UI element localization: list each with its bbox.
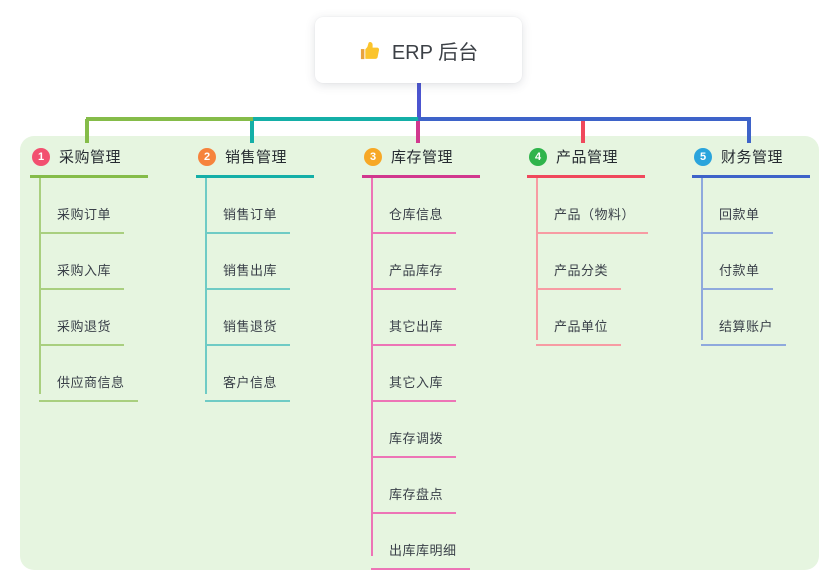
branch-drop-line <box>416 119 420 143</box>
child-node: 库存调拨 <box>371 402 457 458</box>
root-title: ERP 后台 <box>391 41 479 64</box>
branch-header: 4 产品管理 <box>527 146 645 178</box>
child-node: 付款单 <box>701 234 773 290</box>
rail-right-segment <box>418 117 751 121</box>
branch-drop-line <box>85 119 89 143</box>
child-node: 销售退货 <box>205 290 291 346</box>
branch-child-connector <box>701 178 703 340</box>
branch-number-badge: 4 <box>529 147 547 166</box>
branch-财务管理: 5 财务管理回款单付款单结算账户 <box>692 146 810 346</box>
branch-库存管理: 3 库存管理仓库信息产品库存其它出库其它入库库存调拨库存盘点出库库明细 <box>362 146 480 570</box>
rail-left-segment <box>86 117 253 121</box>
thumbs-up-icon <box>359 39 382 62</box>
branch-children-list: 仓库信息产品库存其它出库其它入库库存调拨库存盘点出库库明细 <box>362 178 480 570</box>
branch-销售管理: 2 销售管理销售订单销售出库销售退货客户信息 <box>196 146 314 402</box>
branch-child-connector <box>205 178 207 394</box>
branch-child-connector <box>536 178 538 340</box>
branch-采购管理: 1 采购管理采购订单采购入库采购退货供应商信息 <box>30 146 148 402</box>
child-node: 出库库明细 <box>371 514 470 570</box>
branch-header: 3 库存管理 <box>362 146 480 178</box>
branch-label: 财务管理 <box>721 149 784 166</box>
child-node: 仓库信息 <box>371 178 457 234</box>
child-node: 采购退货 <box>39 290 125 346</box>
branch-产品管理: 4 产品管理产品（物料）产品分类产品单位 <box>527 146 649 346</box>
branch-label: 采购管理 <box>59 149 122 166</box>
branch-label: 产品管理 <box>556 149 619 166</box>
rail-middle-segment <box>253 117 418 121</box>
branch-header: 5 财务管理 <box>692 146 810 178</box>
child-node: 产品库存 <box>371 234 457 290</box>
child-node: 其它入库 <box>371 346 457 402</box>
child-node: 产品单位 <box>536 290 622 346</box>
child-node: 采购订单 <box>39 178 125 234</box>
branch-children-list: 产品（物料）产品分类产品单位 <box>527 178 649 346</box>
branch-label: 销售管理 <box>225 149 288 166</box>
child-node: 产品（物料） <box>536 178 649 234</box>
branch-number-badge: 2 <box>198 147 216 166</box>
branch-header: 2 销售管理 <box>196 146 314 178</box>
child-node: 客户信息 <box>205 346 291 402</box>
root-node: ERP 后台 <box>315 17 522 83</box>
child-node: 采购入库 <box>39 234 125 290</box>
child-node: 销售出库 <box>205 234 291 290</box>
branch-number-badge: 3 <box>364 147 382 166</box>
child-node: 其它出库 <box>371 290 457 346</box>
trunk-line <box>417 83 421 117</box>
branch-number-badge: 1 <box>32 147 50 166</box>
child-node: 供应商信息 <box>39 346 138 402</box>
child-node: 产品分类 <box>536 234 622 290</box>
branches-panel <box>20 136 819 570</box>
branch-children-list: 采购订单采购入库采购退货供应商信息 <box>30 178 148 402</box>
branch-child-connector <box>39 178 41 394</box>
branch-label: 库存管理 <box>391 149 454 166</box>
branch-drop-line <box>581 119 585 143</box>
child-node: 销售订单 <box>205 178 291 234</box>
branch-header: 1 采购管理 <box>30 146 148 178</box>
child-node: 库存盘点 <box>371 458 457 514</box>
branch-children-list: 回款单付款单结算账户 <box>692 178 810 346</box>
branch-children-list: 销售订单销售出库销售退货客户信息 <box>196 178 314 402</box>
child-node: 回款单 <box>701 178 773 234</box>
branch-drop-line <box>747 119 751 143</box>
child-node: 结算账户 <box>701 290 787 346</box>
branch-child-connector <box>371 178 373 556</box>
branch-number-badge: 5 <box>694 147 712 166</box>
branch-drop-line <box>250 119 254 143</box>
